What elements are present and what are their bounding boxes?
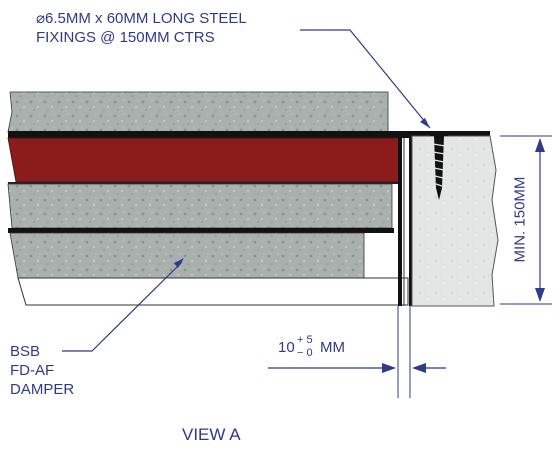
fixings-leader-arrow: [420, 118, 430, 128]
view-title: VIEW A: [182, 425, 241, 444]
middle-steel-strip: [8, 228, 394, 233]
damper-label-line1: BSB: [10, 343, 41, 360]
damper-underline: [8, 182, 400, 184]
gap-unit: MM: [320, 339, 345, 356]
frame-plate-left: [398, 136, 402, 306]
gap-plus-tolerance: + 5: [297, 334, 313, 346]
fixings-leader: [300, 29, 431, 129]
middle-concrete-block: [7, 183, 393, 229]
damper-label-line2: FD-AF: [10, 362, 55, 379]
damper-leader: [62, 261, 183, 352]
damper-label-line3: DAMPER: [10, 381, 75, 398]
gap-base-value: 10: [278, 339, 295, 356]
bottom-plate: [17, 277, 409, 306]
damper-blade: [7, 137, 401, 183]
damper-leader-arrow: [174, 258, 184, 268]
gap-dimension: [268, 306, 446, 398]
fixings-label-line2: FIXINGS @ 150MM CTRS: [36, 29, 215, 46]
wall-block: [411, 135, 499, 307]
top-steel-strip: [8, 131, 490, 138]
top-concrete-slab: [7, 91, 389, 133]
frame-plate-right: [409, 132, 412, 306]
gap-minus-tolerance: − 0: [297, 347, 313, 359]
steel-fixing-screw: [430, 132, 448, 200]
gap-tolerance-label: 10 + 5 − 0 MM: [278, 332, 378, 360]
min-depth-dimension: [500, 135, 552, 305]
lower-concrete-block: [9, 232, 365, 279]
fixings-label-line1: ⌀6.5MM x 60MM LONG STEEL: [36, 10, 247, 27]
min-depth-label: MIN. 150MM: [511, 176, 529, 263]
